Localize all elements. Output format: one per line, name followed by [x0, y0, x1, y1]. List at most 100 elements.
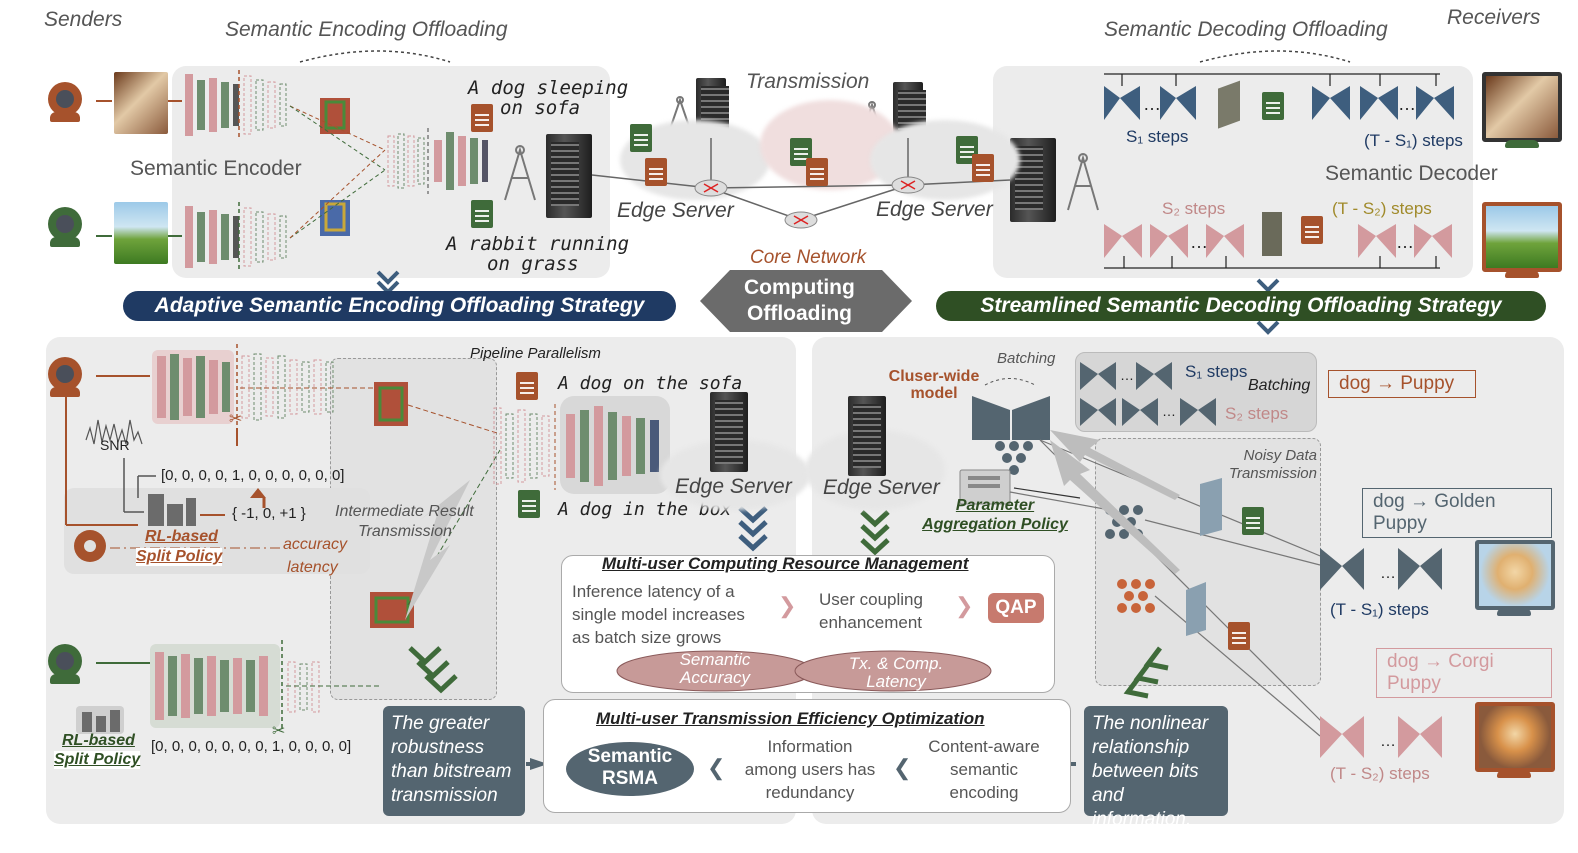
semantic-accuracy-label: Semantic Accuracy: [655, 651, 775, 687]
document-icon-transit-6: [972, 154, 994, 182]
receivers-label: Receivers: [1447, 6, 1541, 29]
semantic-rsma-badge: Semantic RSMA: [566, 742, 694, 796]
parameter-aggregation-label: Parameter Aggregation Policy: [912, 496, 1078, 534]
left-camera-icon-2: [48, 644, 82, 678]
decoder-t-s1-steps: (T - S₁) steps: [1364, 131, 1463, 150]
info-line2: among users has: [744, 760, 876, 779]
nonlinear-line4: and information.: [1092, 785, 1192, 830]
monitor-base-golden: [1497, 608, 1531, 616]
receiver-monitor-corgi: [1475, 702, 1555, 772]
tx-comp-latency-label: Tx. & Comp. Latency: [828, 655, 964, 691]
monitor-base-bottom: [1505, 270, 1539, 278]
user-coupling-text: User coupling enhancement: [819, 588, 923, 634]
intermediate-result-line1: Intermediate Result: [335, 503, 474, 520]
nonlinear-line2: relationship: [1092, 737, 1190, 758]
rabbit-photo: [114, 202, 168, 264]
left-camera-icon-1: [48, 357, 82, 391]
arrow-right-icon-2: ❯: [955, 593, 974, 618]
svg-text:…: …: [1398, 94, 1416, 114]
receiver-monitor-golden: [1475, 540, 1555, 610]
decoder-s2-steps: S₂ steps: [1162, 199, 1226, 218]
sender-camera-icon-2: [48, 207, 82, 241]
rl-policy-bottom-line1: RL-based: [62, 732, 135, 749]
batching-s2-steps: S₂ steps: [1225, 404, 1289, 423]
left-camera-base-2: [50, 674, 80, 684]
encoding-offloading-label: Semantic Encoding Offloading: [225, 18, 508, 41]
inference-line1: Inference latency of a: [572, 582, 735, 601]
rsma-line2: RSMA: [602, 768, 658, 789]
encoder-panel: [172, 66, 610, 278]
txcomp-line1: Tx. & Comp.: [848, 654, 944, 673]
batching-box-label: Batching: [1248, 377, 1311, 394]
monitor-base-top: [1505, 140, 1539, 148]
caption-dog-line2: on sofa: [500, 97, 581, 119]
pipeline-parallelism-label: Pipeline Parallelism: [470, 345, 601, 362]
document-icon-decoder-bottom: [1301, 216, 1323, 244]
document-icon-transit-2: [645, 158, 667, 186]
split-vector-top: [0, 0, 0, 0, 1, 0, 0, 0, 0, 0, 0]: [161, 467, 345, 484]
tag-dog-golden-puppy: dog → Golden Puppy: [1362, 488, 1552, 538]
param-line1: Parameter: [955, 497, 1035, 514]
noisy-line1: Noisy Data: [1243, 447, 1317, 464]
edge-server-top-left-label: Edge Server: [617, 199, 734, 222]
info-line1: Information: [767, 737, 853, 756]
dog-sofa-caption: A dog on the sofa: [558, 373, 743, 394]
edge-server-bottom-right-label: Edge Server: [823, 476, 940, 499]
svg-text:…: …: [1190, 232, 1208, 252]
info-line3: redundancy: [765, 783, 855, 802]
semantic-decoder-label: Semantic Decoder: [1325, 162, 1498, 185]
arrow-right-icon-1: ❯: [778, 593, 797, 618]
arrow-left-icon-2: ❮: [893, 755, 912, 780]
rl-policy-bottom-line2: Split Policy: [54, 751, 141, 769]
streamlined-strategy-banner: Streamlined Semantic Decoding Offloading…: [936, 291, 1546, 321]
edge-server-top-right-label: Edge Server: [876, 198, 993, 221]
svg-text:✂: ✂: [229, 409, 242, 428]
document-icon-transit-1: [630, 124, 652, 152]
cluster-model-label: Cluser-wide model: [881, 368, 987, 402]
coupling-line2: enhancement: [819, 613, 923, 632]
dog-photo: [114, 72, 168, 134]
caption-dog-line1: A dog sleeping: [468, 77, 629, 99]
sender-camera-icon-1: [48, 82, 82, 116]
decoder-s1-steps: S₁ steps: [1126, 127, 1189, 146]
robustness-line2: robustness: [391, 737, 484, 758]
content-aware-text: Content-aware semantic encoding: [918, 735, 1050, 804]
svg-text:…: …: [1162, 403, 1176, 419]
svg-text:✂: ✂: [272, 721, 285, 740]
rl-policy-top-line1: RL-based: [145, 528, 218, 545]
inference-text: Inference latency of a single model incr…: [572, 580, 745, 649]
svg-text:…: …: [1120, 367, 1134, 383]
document-icon-dog-box: [518, 490, 540, 518]
svg-text:…: …: [1143, 94, 1161, 114]
computing-label: Computing: [744, 276, 855, 299]
accuracy-label: accuracy: [283, 536, 348, 553]
document-icon-noisy-orange: [1228, 622, 1250, 650]
action-set-label: { -1, 0, +1 }: [232, 505, 306, 522]
robustness-line3: than bitstream: [391, 761, 512, 782]
noisy-data-label: Noisy Data Transmission: [1205, 447, 1317, 483]
nonlinear-line3: between bits: [1092, 761, 1199, 782]
server-icon-bottom-left: [710, 392, 748, 472]
receiver-monitor-bottom: [1482, 202, 1562, 272]
mteo-title: Multi-user Transmission Efficiency Optim…: [596, 709, 985, 728]
server-icon-bottom-right: [848, 396, 886, 476]
camera-base-1: [50, 112, 80, 122]
content-line3: encoding: [949, 783, 1019, 802]
robustness-note: The greater robustness than bitstream tr…: [383, 706, 525, 816]
document-icon-transit-4: [806, 158, 828, 186]
tag-dog-puppy: dog → Puppy: [1328, 370, 1476, 398]
rsma-line1: Semantic: [587, 746, 673, 767]
venn-ellipses: [616, 650, 992, 692]
latency-label: latency: [287, 559, 338, 576]
qap-badge: QAP: [988, 593, 1044, 623]
camera-base-2: [50, 237, 80, 247]
inference-line2: single model increases: [572, 605, 745, 624]
senders-label: Senders: [44, 8, 123, 31]
receiver-t-s1-steps: (T - S₁) steps: [1330, 600, 1429, 619]
information-text: Information among users has redundancy: [734, 735, 886, 804]
document-icon-noisy-green: [1242, 507, 1264, 535]
snr-label: SNR: [100, 437, 130, 453]
